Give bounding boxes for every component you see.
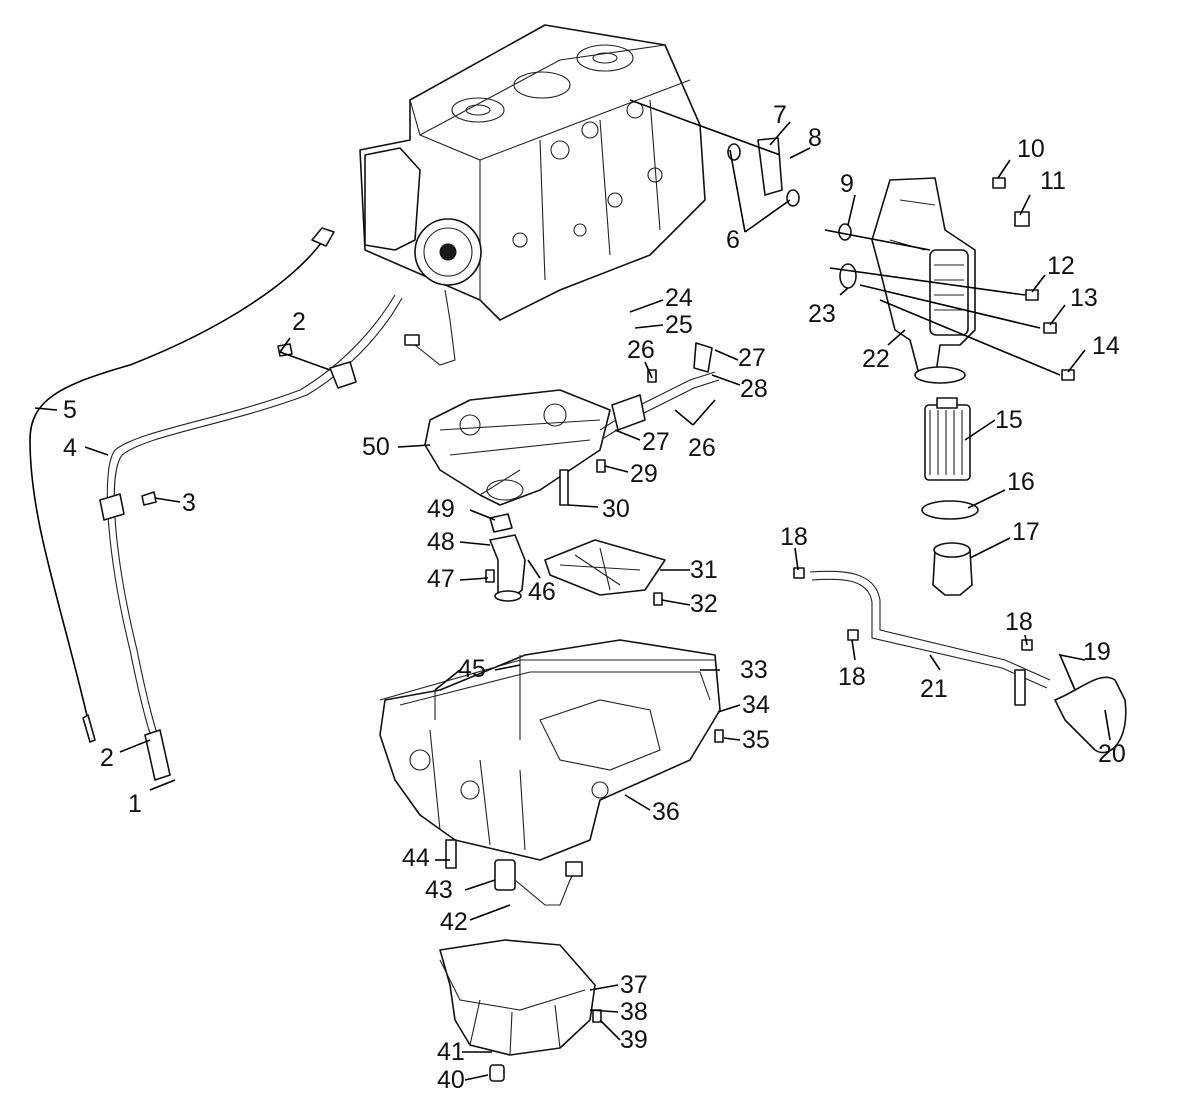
callout-23: 23 [808, 300, 836, 328]
callout-16: 16 [1007, 468, 1035, 496]
callout-37: 37 [620, 971, 648, 999]
callout-4: 4 [63, 434, 77, 462]
callout-20: 20 [1098, 740, 1126, 768]
callout-1: 1 [128, 790, 142, 818]
oil-cooler-pipes [809, 570, 1127, 754]
callout-27b: 27 [642, 428, 670, 456]
callout-39: 39 [620, 1026, 648, 1054]
callout-2a: 2 [100, 744, 114, 772]
oil-filter-adapter-cooler [838, 177, 976, 384]
callout-49: 49 [427, 495, 455, 523]
callout-17: 17 [1012, 518, 1040, 546]
oil-filter-cap-seal [921, 500, 979, 520]
callout-36: 36 [652, 798, 680, 826]
callout-48: 48 [427, 528, 455, 556]
callout-5: 5 [63, 396, 77, 424]
oil-pump-balancer-assembly [424, 389, 611, 506]
callout-13: 13 [1070, 284, 1098, 312]
callout-32: 32 [690, 590, 718, 618]
oil-feed-pipe [599, 342, 720, 439]
callout-27a: 27 [738, 344, 766, 372]
oil-level-indicator-and-tube [29, 227, 403, 781]
callout-30: 30 [602, 495, 630, 523]
callout-25: 25 [665, 311, 693, 339]
callout-33: 33 [740, 656, 768, 684]
callout-46: 46 [528, 578, 556, 606]
callout-28: 28 [740, 375, 768, 403]
callout-44: 44 [402, 844, 430, 872]
callout-9: 9 [840, 170, 854, 198]
callout-14: 14 [1092, 332, 1120, 360]
callout-18a: 18 [780, 523, 808, 551]
upper-oil-pan [379, 639, 721, 861]
callout-18c: 18 [1005, 608, 1033, 636]
callout-6: 6 [726, 226, 740, 254]
callout-24: 24 [665, 284, 693, 312]
callout-22: 22 [862, 345, 890, 373]
callout-47: 47 [427, 565, 455, 593]
callout-50: 50 [362, 433, 390, 461]
callout-40: 40 [437, 1066, 465, 1094]
callout-31: 31 [690, 556, 718, 584]
callout-2b: 2 [292, 308, 306, 336]
callout-12: 12 [1047, 252, 1075, 280]
lower-oil-pan [439, 939, 596, 1082]
callout-26b: 26 [688, 434, 716, 462]
callout-18b: 18 [838, 663, 866, 691]
callout-38: 38 [620, 998, 648, 1026]
callout-43: 43 [425, 876, 453, 904]
callout-11: 11 [1040, 167, 1066, 195]
callout-42: 42 [440, 908, 468, 936]
oil-pump-screen-pickup [489, 513, 526, 602]
callout-15: 15 [995, 406, 1023, 434]
callout-3: 3 [182, 489, 196, 517]
oil-filter-cap [932, 542, 973, 596]
callout-41: 41 [437, 1038, 465, 1066]
callout-45: 45 [458, 655, 486, 683]
callout-35: 35 [742, 726, 770, 754]
oil-filter-element [924, 397, 971, 481]
callout-7: 7 [773, 101, 787, 129]
callout-34: 34 [742, 691, 770, 719]
callout-21: 21 [920, 675, 948, 703]
engine-block [359, 24, 706, 366]
callout-8: 8 [808, 124, 822, 152]
oil-level-sensor [445, 839, 583, 906]
callout-29: 29 [630, 460, 658, 488]
callout-labels: 1 2 2 3 4 5 6 7 8 9 10 11 12 13 14 15 16… [63, 101, 1126, 1094]
callout-26a: 26 [627, 336, 655, 364]
callout-19: 19 [1083, 638, 1111, 666]
leader-lines [34, 99, 1111, 1081]
callout-10: 10 [1017, 135, 1045, 163]
oil-pan-baffle [544, 539, 666, 596]
